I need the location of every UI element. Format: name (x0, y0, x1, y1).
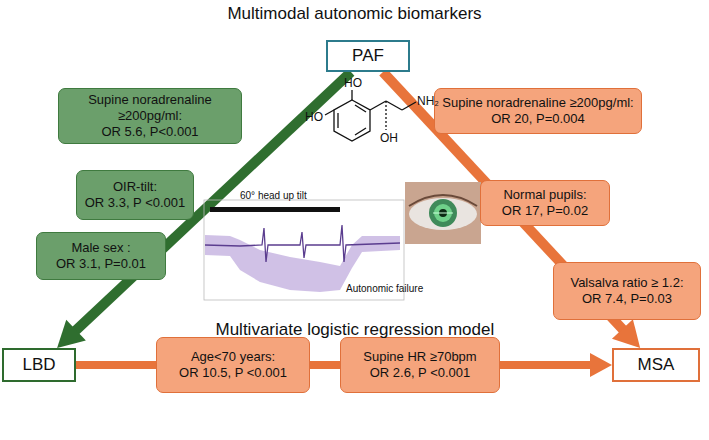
atom-label: HO (305, 110, 323, 124)
node-body: OR 10.5, P <0.001 (179, 365, 287, 381)
axis-label: 60° head up tilt (240, 190, 307, 201)
node-heading: MSA (638, 354, 675, 375)
node-heading: Supine noradrenaline ≥200pg/ml: (442, 95, 633, 111)
group-box: MSA (612, 348, 700, 382)
predictor-box: Male sex :OR 3.1, P=0.01 (36, 232, 166, 280)
node-body: OR 2.6, P <0.001 (370, 365, 471, 381)
node-heading: LBD (22, 354, 55, 375)
atom-label: HO (344, 76, 362, 90)
node-body: OR 20, P=0.004 (491, 111, 585, 127)
node-body: OR 7.4, P=0.03 (582, 291, 672, 307)
predictor-box: Normal pupils:OR 17, P=0.02 (480, 180, 610, 226)
node-body: OR 3.3, P <0.001 (85, 195, 186, 211)
atom-label: OH (380, 131, 398, 145)
node-heading: OIR-tilt: (113, 179, 157, 195)
node-body: OR 3.1, P=0.01 (56, 256, 146, 272)
node-heading: Normal pupils: (503, 187, 586, 203)
group-box: PAF (326, 40, 410, 72)
predictor-box: Supine noradrenaline ≥200pg/ml:OR 20, P=… (434, 88, 642, 134)
axis-label: Autonomic failure (346, 283, 423, 294)
atom-label: NH₂ (417, 94, 439, 108)
predictor-box: Age<70 years:OR 10.5, P <0.001 (156, 337, 310, 393)
group-box: LBD (2, 348, 76, 382)
node-heading: Male sex : (71, 240, 130, 256)
node-heading: Valsalva ratio ≥ 1.2: (570, 275, 683, 291)
arrow-head (612, 319, 640, 348)
node-body: OR 17, P=0.02 (502, 203, 588, 219)
model-label: Multivariate logistic regression model (216, 320, 495, 340)
arrow-shaft (76, 361, 594, 369)
arrow-head (57, 320, 86, 348)
eye-photo (405, 182, 481, 244)
predictor-box: OIR-tilt:OR 3.3, P <0.001 (76, 170, 194, 220)
diagram-title: Multimodal autonomic biomarkers (0, 4, 709, 24)
node-heading: PAF (352, 45, 384, 66)
node-heading: Age<70 years: (191, 349, 275, 365)
node-heading: Supine noradrenaline ≥200pg/ml: (63, 92, 237, 125)
predictor-box: Supine noradrenaline ≥200pg/ml:OR 5.6, P… (58, 88, 242, 144)
arrow-head (590, 353, 612, 377)
predictor-box: Valsalva ratio ≥ 1.2:OR 7.4, P=0.03 (553, 262, 701, 320)
predictor-box: Supine HR ≥70bpmOR 2.6, P <0.001 (340, 337, 500, 393)
node-body: OR 5.6, P<0.001 (101, 124, 198, 140)
node-heading: Supine HR ≥70bpm (363, 349, 476, 365)
chemical-structure (325, 90, 416, 141)
